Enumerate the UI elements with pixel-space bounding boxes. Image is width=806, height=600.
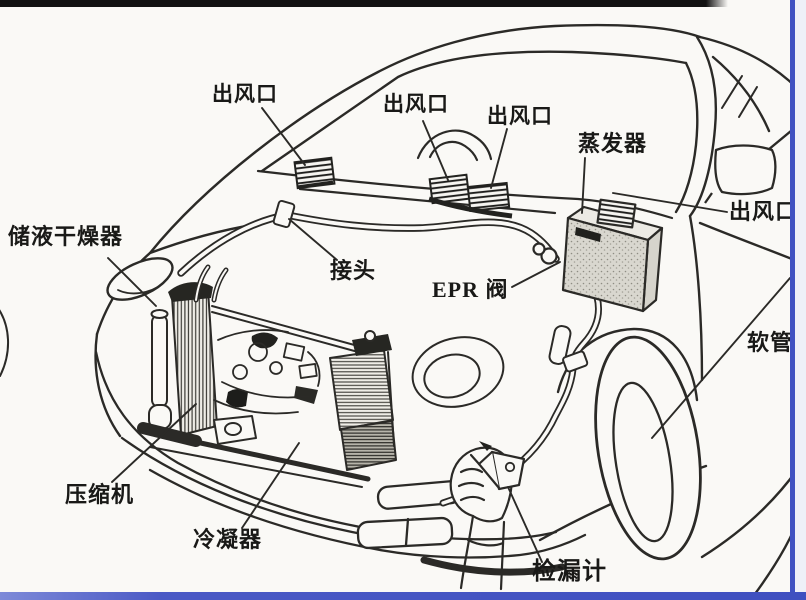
instrument-hood bbox=[428, 140, 479, 162]
leader-lines bbox=[107, 107, 791, 563]
crossbar bbox=[211, 305, 381, 353]
leader-compressor bbox=[111, 403, 197, 483]
right-blue-border bbox=[790, 0, 795, 600]
label-air-outlet-2: 出风口 bbox=[383, 92, 449, 116]
leader-condenser bbox=[241, 442, 300, 529]
leader-connector bbox=[288, 218, 338, 261]
strut-tower bbox=[411, 336, 505, 408]
hose-clamp-connector bbox=[272, 199, 296, 229]
side-mirror bbox=[704, 144, 777, 204]
front-bumper bbox=[94, 350, 587, 576]
label-air-outlet-3: 出风口 bbox=[487, 104, 553, 128]
label-connector: 接头 bbox=[330, 258, 377, 283]
instrument-hood bbox=[416, 129, 493, 161]
leader-outlet-mid bbox=[422, 120, 449, 181]
label-receiver-drier: 储液干燥器 bbox=[8, 224, 124, 249]
leader-receiver-drier bbox=[107, 257, 157, 307]
refrigerant-hose-upper bbox=[177, 211, 560, 277]
top-black-bar bbox=[0, 0, 706, 7]
condenser-panel bbox=[168, 282, 218, 436]
bumper-opening bbox=[376, 480, 462, 510]
engine-bay bbox=[148, 282, 572, 471]
hand-with-leak-detector bbox=[449, 441, 526, 591]
leak-detector-gun bbox=[469, 441, 526, 491]
receiver-drier-cylinder bbox=[148, 309, 172, 430]
top-black-bar-fade bbox=[706, 0, 728, 7]
front-wheel bbox=[594, 335, 702, 561]
left-mirror bbox=[106, 257, 174, 301]
window-glint bbox=[738, 86, 758, 118]
label-hose: 软管 bbox=[747, 330, 794, 355]
crossbar bbox=[211, 311, 381, 359]
auxiliary-panel bbox=[329, 330, 397, 471]
label-leak-detector: 检漏计 bbox=[532, 559, 607, 585]
leader-outlet-left bbox=[261, 107, 306, 166]
evaporator-top-vent bbox=[596, 198, 637, 229]
label-air-outlet-4: 出风口 bbox=[729, 199, 799, 224]
evaporator-box bbox=[532, 198, 664, 313]
leader-evaporator bbox=[581, 157, 586, 214]
firewall-bracket bbox=[548, 325, 572, 365]
label-compressor: 压缩机 bbox=[65, 482, 135, 507]
compressor-unit bbox=[213, 415, 257, 445]
car-body-outline bbox=[0, 23, 802, 600]
label-epr-valve: EPR 阀 bbox=[432, 277, 509, 302]
leader-outlet-right bbox=[490, 128, 508, 189]
window-glint bbox=[721, 75, 743, 109]
leader-hose bbox=[651, 277, 791, 439]
label-condenser: 冷凝器 bbox=[193, 527, 263, 552]
bottom-blue-border bbox=[0, 592, 806, 600]
leader-epr-valve bbox=[511, 261, 561, 288]
license-plate bbox=[356, 516, 454, 550]
right-pale-margin bbox=[795, 0, 806, 600]
label-air-outlet-1: 出风口 bbox=[212, 82, 278, 106]
leader-outlet-side bbox=[612, 192, 728, 213]
air-dam bbox=[420, 556, 566, 576]
label-evaporator: 蒸发器 bbox=[578, 131, 648, 156]
epr-valve-fitting bbox=[532, 242, 558, 265]
hose-fitting bbox=[562, 350, 589, 373]
engine-assembly bbox=[213, 329, 321, 415]
bumper-beam-slot bbox=[137, 422, 202, 447]
leader-leak-detector bbox=[507, 486, 543, 563]
dash-vent-right bbox=[466, 181, 511, 213]
